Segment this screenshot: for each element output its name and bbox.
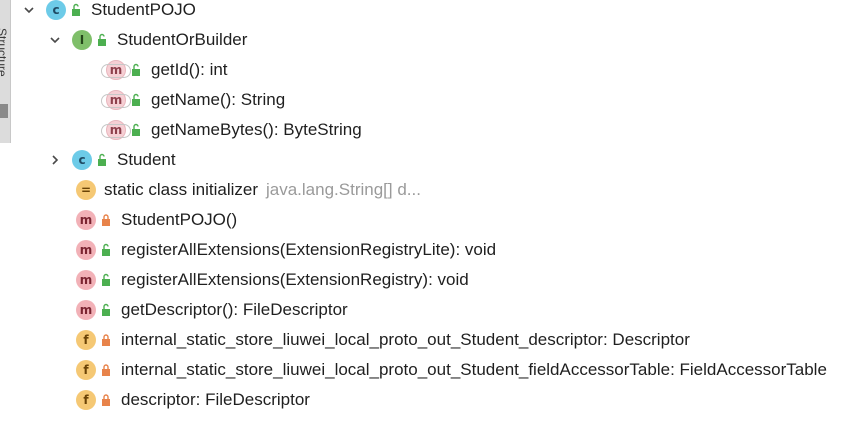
- structure-side-tab[interactable]: Structure: [0, 0, 11, 143]
- private-access-icon: [100, 363, 112, 377]
- side-tab-handle[interactable]: [0, 104, 8, 118]
- tree-node-label: StudentPOJO: [91, 0, 196, 19]
- public-access-icon: [96, 153, 108, 167]
- public-access-icon: [96, 33, 108, 47]
- class-icon: c: [46, 0, 66, 20]
- field-icon: f: [76, 330, 96, 350]
- field-icon-letter: f: [83, 333, 89, 347]
- method-icon-letter: m: [109, 93, 123, 107]
- field-icon: f: [76, 390, 96, 410]
- abstract-ring: [101, 124, 131, 138]
- tree-node-field-descriptor-internal[interactable]: f internal_static_store_liuwei_local_pro…: [76, 325, 690, 355]
- tree-node-getdescriptor[interactable]: m getDescriptor(): FileDescriptor: [76, 295, 348, 325]
- tree-node-getid[interactable]: m getId(): int: [101, 55, 228, 85]
- tree-node-constructor[interactable]: m StudentPOJO(): [76, 205, 237, 235]
- private-access-icon: [100, 393, 112, 407]
- field-icon: f: [76, 360, 96, 380]
- abstract-ring: [101, 64, 131, 78]
- method-icon-letter: m: [79, 303, 93, 317]
- field-icon-letter: f: [83, 363, 89, 377]
- tree-node-label: getId(): int: [151, 60, 228, 79]
- tree-node-label: StudentOrBuilder: [117, 30, 248, 49]
- abstract-method-icon: m: [101, 120, 131, 140]
- tree-node-label: StudentPOJO(): [121, 210, 238, 229]
- method-icon-letter: m: [79, 243, 93, 257]
- public-access-icon: [130, 63, 142, 77]
- interface-icon: I: [72, 30, 92, 50]
- public-access-icon: [130, 123, 142, 137]
- tree-node-label: getDescriptor(): FileDescriptor: [121, 300, 348, 319]
- tree-node-register-lite[interactable]: m registerAllExtensions(ExtensionRegistr…: [76, 235, 496, 265]
- tree-node-field-accessor-table[interactable]: f internal_static_store_liuwei_local_pro…: [76, 355, 827, 385]
- public-access-icon: [130, 93, 142, 107]
- interface-icon-letter: I: [79, 33, 85, 47]
- public-access-icon: [100, 303, 112, 317]
- tree-node-label: getNameBytes(): ByteString: [151, 120, 362, 139]
- method-icon: m: [76, 270, 96, 290]
- tree-node-field-descriptor[interactable]: f descriptor: FileDescriptor: [76, 385, 310, 415]
- private-access-icon: [100, 213, 112, 227]
- tree-node-label: descriptor: FileDescriptor: [121, 390, 310, 409]
- tree-node-detail: java.lang.String[] d...: [266, 180, 421, 199]
- tree-node-label: registerAllExtensions(ExtensionRegistryL…: [121, 240, 497, 259]
- chevron-right-icon[interactable]: [48, 153, 62, 167]
- tree-node-studentpojo[interactable]: c StudentPOJO: [22, 0, 196, 25]
- private-access-icon: [100, 333, 112, 347]
- tree-node-register[interactable]: m registerAllExtensions(ExtensionRegistr…: [76, 265, 469, 295]
- public-access-icon: [100, 243, 112, 257]
- tree-node-label: registerAllExtensions(ExtensionRegistry)…: [121, 270, 469, 289]
- method-icon: m: [76, 300, 96, 320]
- abstract-method-icon: m: [101, 90, 131, 110]
- tree-node-student[interactable]: c Student: [48, 145, 176, 175]
- tree-node-static-initializer[interactable]: = static class initializer java.lang.Str…: [76, 175, 421, 205]
- method-icon-letter: m: [79, 213, 93, 227]
- tree-node-studentorbuilder[interactable]: I StudentOrBuilder: [48, 25, 247, 55]
- public-access-icon: [70, 3, 82, 17]
- method-icon-letter: m: [109, 123, 123, 137]
- class-icon-letter: c: [78, 153, 86, 167]
- initializer-icon: =: [76, 180, 96, 200]
- class-icon-letter: c: [52, 3, 60, 17]
- abstract-ring: [101, 94, 131, 108]
- tree-node-getname[interactable]: m getName(): String: [101, 85, 286, 115]
- abstract-method-icon: m: [101, 60, 131, 80]
- tree-node-label: internal_static_store_liuwei_local_proto…: [121, 360, 827, 379]
- field-icon-letter: f: [83, 393, 89, 407]
- method-icon: m: [76, 210, 96, 230]
- chevron-down-icon[interactable]: [48, 33, 62, 47]
- public-access-icon: [100, 273, 112, 287]
- tree-node-label: internal_static_store_liuwei_local_proto…: [121, 330, 690, 349]
- method-icon-letter: m: [79, 273, 93, 287]
- tree-node-label: Student: [117, 150, 176, 169]
- tree-node-getnamebytes[interactable]: m getNameBytes(): ByteString: [101, 115, 362, 145]
- tree-node-label: getName(): String: [151, 90, 286, 109]
- method-icon-letter: m: [109, 63, 123, 77]
- initializer-icon-letter: =: [80, 183, 92, 197]
- tree-node-label: static class initializer: [104, 180, 258, 199]
- class-icon: c: [72, 150, 92, 170]
- method-icon: m: [76, 240, 96, 260]
- chevron-down-icon[interactable]: [22, 3, 36, 17]
